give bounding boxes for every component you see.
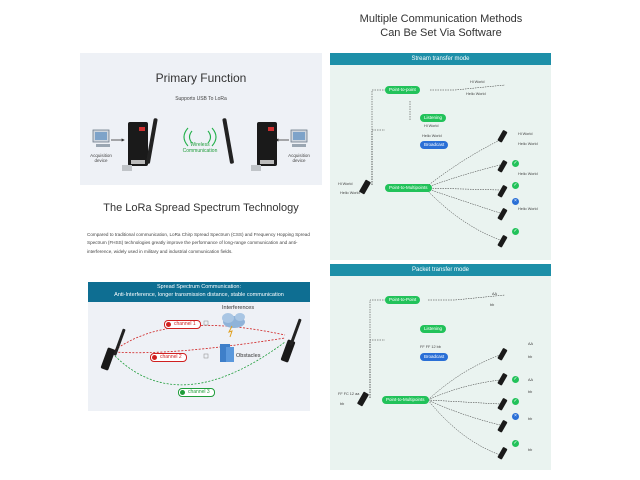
computer-icon-left — [92, 129, 110, 147]
stream-hello-world-4: Hello World — [518, 142, 538, 146]
lora-device-spread-left — [100, 328, 126, 371]
channel-2-chip: channel 2 — [150, 353, 187, 362]
lora-title: The LoRa Spread Spectrum Technology — [103, 202, 299, 214]
x-icon — [166, 322, 171, 327]
methods-title-line1: Multiple Communication Methods — [359, 13, 523, 25]
packet-ff-fc-12-aa: FF FC 12 aa — [338, 392, 360, 396]
interferences-label: Interferences — [222, 305, 255, 311]
check-icon: ✓ — [512, 182, 519, 189]
channel-3-path — [114, 341, 286, 386]
lora-device-left — [122, 118, 158, 171]
stream-listening: Listening — [420, 114, 447, 122]
channel-2-blocked-icon — [203, 353, 209, 359]
packet-point-to-point: Point-to-Point — [385, 296, 421, 304]
stream-hi-world-1: Hi World — [470, 80, 485, 84]
packet-aa-2: AA — [528, 342, 534, 346]
channel-2-path — [114, 337, 286, 354]
packet-listening: Listening — [420, 325, 447, 333]
channel-1-blocked-icon — [203, 320, 209, 326]
interference-cloud-icon — [222, 313, 245, 338]
packet-bb-2: bb — [340, 402, 345, 406]
methods-title: Multiple Communication Methods Can Be Se… — [330, 12, 552, 40]
stream-hello-world-1: Hello World — [466, 92, 486, 96]
packet-bb-1: bb — [490, 303, 495, 307]
packet-point-to-multipoints: Point-to-Multipoints — [382, 396, 429, 404]
packet-aa-3: AA — [528, 378, 534, 382]
x-icon — [152, 355, 157, 360]
stream-hello-world-2: Hello World — [422, 134, 442, 138]
check-icon: ✓ — [512, 376, 519, 383]
lora-device-spread-right — [280, 318, 302, 363]
stream-broadcast: Broadcast — [420, 141, 449, 149]
stream-hi-world-2: Hi World — [424, 124, 439, 128]
packet-bb-6: bb — [528, 448, 533, 452]
lora-device-right — [222, 118, 277, 171]
stream-point-to-multipoints: Point-to-Multipoints — [385, 184, 432, 192]
primary-function-subtitle: Supports USB To LoRa — [175, 96, 227, 102]
spread-spectrum-title: Spread Spectrum Communication: — [156, 284, 242, 290]
stream-point-to-point: Point-to-point — [385, 86, 420, 94]
acquisition-device-label-right: Acquisition device — [288, 153, 310, 163]
packet-ff-ff-12-bb: FF FF 12 bb — [420, 345, 441, 349]
obstacles-label: Obstacles — [236, 353, 261, 359]
check-icon: ✓ — [512, 160, 519, 167]
lora-description: Compared to traditional communication, L… — [87, 232, 310, 254]
check-icon: ✓ — [512, 440, 519, 447]
packet-mode-header: Packet transfer mode — [330, 264, 551, 276]
packet-bb-5: bb — [528, 417, 533, 421]
acquisition-device-label-left: Acquisition device — [90, 153, 112, 163]
stream-hi-world-4: Hi World — [518, 132, 533, 136]
obstacle-building-icon — [220, 344, 234, 362]
spread-spectrum-header: Spread Spectrum Communication: Anti-Inte… — [88, 282, 310, 302]
lora-device-icons — [357, 130, 508, 460]
wireless-communication-label: Wireless Communication — [182, 142, 218, 154]
stream-mode-header: Stream transfer mode — [330, 53, 551, 65]
stream-mode-panel — [330, 53, 551, 260]
channel-3-chip: channel 3 — [178, 388, 215, 397]
packet-broadcast: Broadcast — [420, 353, 449, 361]
stream-hi-world-3: Hi World — [338, 182, 353, 186]
check-icon — [180, 390, 185, 395]
x-icon: × — [512, 413, 519, 420]
packet-aa-1: AA — [492, 292, 498, 296]
channel-1-chip: channel 1 — [164, 320, 201, 329]
stream-hello-world-3: Hello World — [340, 191, 360, 195]
x-icon: × — [512, 198, 519, 205]
primary-function-title: Primary Function — [155, 71, 247, 85]
spread-spectrum-subtitle: Anti-Interference, longer transmission d… — [114, 292, 284, 298]
check-icon: ✓ — [512, 398, 519, 405]
primary-function-panel — [80, 53, 322, 185]
packet-bb-4: bb — [528, 390, 533, 394]
stream-hello-world-5: Hello World — [518, 172, 538, 176]
methods-title-line2: Can Be Set Via Software — [380, 27, 502, 39]
computer-icon-right — [290, 129, 308, 147]
packet-mode-panel — [330, 264, 551, 470]
packet-bb-3: bb — [528, 355, 533, 359]
stream-hello-world-6: Hello World — [518, 207, 538, 211]
wireless-waves-icon — [183, 127, 217, 147]
check-icon: ✓ — [512, 228, 519, 235]
